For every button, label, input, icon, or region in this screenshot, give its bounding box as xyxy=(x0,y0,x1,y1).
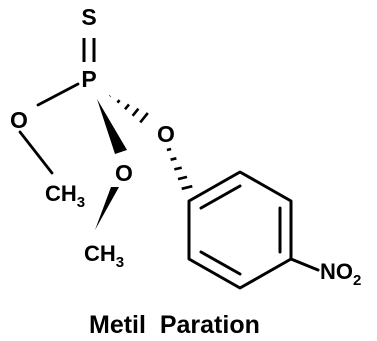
methyl-2-subscript: 3 xyxy=(116,254,124,271)
bond-p-o-left xyxy=(36,82,80,107)
methyl-1-label: CH xyxy=(45,181,77,206)
hashed-wedge-p-o-aryl xyxy=(108,94,149,124)
atom-oxygen-aryl: O xyxy=(157,121,175,147)
solid-wedge-p-o-methoxy xyxy=(97,99,127,154)
methyl-2-label: CH xyxy=(84,241,116,266)
methyl-group-2: CH3 xyxy=(84,241,124,271)
bond-ring-no2 xyxy=(289,257,320,272)
hashed-wedge-o-aryl-ring xyxy=(166,147,193,191)
methyl-group-1: CH3 xyxy=(45,181,85,211)
methyl-1-subscript: 3 xyxy=(77,194,85,211)
nitro-subscript: 2 xyxy=(353,272,361,289)
atom-oxygen-methoxy: O xyxy=(115,160,133,186)
solid-wedge-o-methoxy-ch3 xyxy=(95,187,119,230)
double-bond-p-s xyxy=(82,38,96,62)
nitro-label: NO xyxy=(320,259,353,284)
atom-sulfur: S xyxy=(81,4,96,30)
bond-o-left-ch3 xyxy=(18,130,54,175)
molecule-caption: Metil Paration xyxy=(89,311,260,339)
atom-phosphorus: P xyxy=(81,66,96,92)
nitro-group: NO2 xyxy=(320,259,361,289)
atom-oxygen-left: O xyxy=(10,107,28,133)
benzene-ring xyxy=(187,170,293,290)
